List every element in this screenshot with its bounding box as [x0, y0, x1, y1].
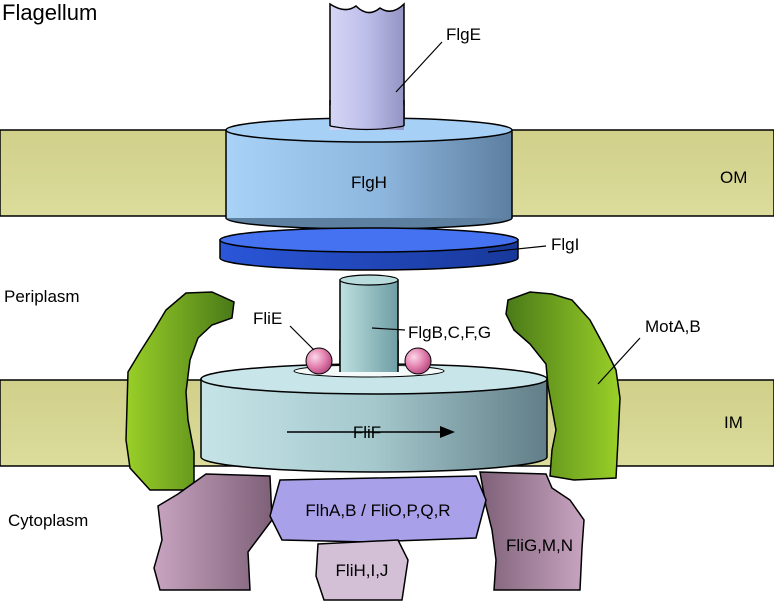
export-atpase-fliHIJ — [315, 539, 409, 601]
label-om: OM — [720, 168, 747, 187]
diagram-title: Flagellum — [2, 0, 97, 25]
c-ring-left — [153, 473, 273, 591]
leader-flgE — [395, 41, 443, 93]
label-fliE: FliE — [253, 309, 282, 328]
label-flgE: FlgE — [446, 25, 481, 44]
fliE-subunits — [305, 347, 432, 375]
leader-lines — [289, 41, 641, 385]
hook-flgE — [329, 2, 405, 123]
leader-rod — [371, 327, 406, 331]
l-ring-flgH — [225, 100, 513, 230]
label-motAB: MotA,B — [645, 317, 701, 336]
label-im: IM — [724, 413, 743, 432]
fliE-ball-left — [305, 347, 333, 375]
label-rod-flgBCFG: FlgB,C,F,G — [408, 323, 491, 342]
leader-flgI — [487, 245, 547, 253]
p-ring-flgI — [219, 227, 519, 271]
label-c-ring: FliG,M,N — [506, 536, 573, 555]
stator-left — [125, 291, 235, 491]
leader-motAB — [597, 337, 641, 385]
ms-ring-fliF — [200, 340, 548, 473]
fliE-ball-right — [404, 347, 432, 375]
label-flgH: FlgH — [351, 173, 387, 192]
label-fliF: FliF — [353, 423, 381, 442]
c-ring-right-fliGMN — [479, 471, 585, 591]
label-periplasm: Periplasm — [4, 287, 80, 306]
label-export-gate: FlhA,B / FliO,P,Q,R — [305, 501, 450, 520]
leader-fliE — [289, 325, 315, 351]
label-flgI: FlgI — [551, 235, 579, 254]
export-gate-flhAB-fliOPQR — [269, 475, 487, 543]
label-cytoplasm: Cytoplasm — [8, 511, 88, 530]
label-export-atpase: FliH,I,J — [336, 561, 389, 580]
stator-right-motAB — [505, 291, 621, 481]
